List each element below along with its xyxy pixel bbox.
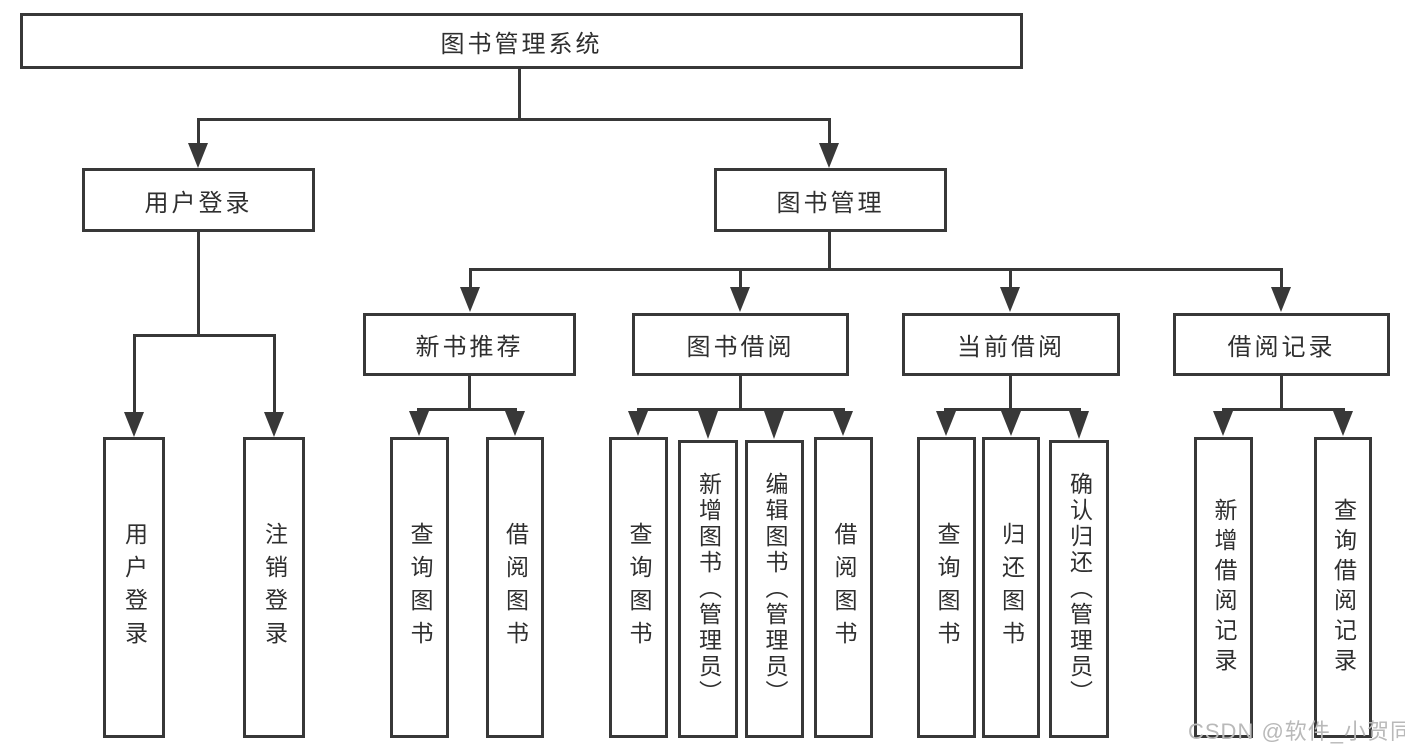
leaf-label: 查询图书 [407,521,433,654]
node-label: 新书推荐 [415,334,524,361]
arrowhead [505,411,525,436]
node-label: 用户登录 [144,189,253,217]
arrowhead [764,411,784,439]
leaf-label: 新增借阅记录 [1211,497,1237,678]
connector-hline [1222,408,1345,411]
connector-hline [133,334,276,337]
leaf-label: 编辑图书（管理员） [762,472,788,706]
connector-hline [944,408,1081,411]
arrowhead [188,143,208,168]
leaf-edit-books-admin: 编辑图书（管理员） [745,440,804,738]
connector-vline [518,68,521,118]
node-label: 借阅记录 [1227,334,1336,361]
node-label: 图书借阅 [686,334,795,361]
leaf-borrow-books-borrow: 借阅图书 [814,437,873,738]
leaf-borrow-books-recommend: 借阅图书 [486,437,544,738]
connector-vline [133,337,136,412]
arrowhead [628,411,648,436]
leaf-label: 归还图书 [998,521,1025,654]
arrowhead [1001,411,1021,436]
connector-vline [739,271,742,287]
connector-hline [197,118,831,121]
connector-vline [1280,271,1283,287]
node-label: 图书管理系统 [440,30,603,58]
arrowhead [819,143,839,168]
connector-hline [469,268,1283,271]
connector-vline [828,121,831,144]
node-label: 当前借阅 [957,334,1065,361]
arrowhead [264,412,284,437]
leaf-user-login: 用户登录 [103,437,165,738]
leaf-query-borrow-record: 查询借阅记录 [1314,437,1372,738]
connector-vline [1009,376,1012,408]
watermark: CSDN @软件_小贺同学 [1188,719,1405,744]
connector-vline [1280,376,1283,408]
connector-vline [197,232,200,336]
node-current-borrow: 当前借阅 [902,313,1120,376]
arrowhead [936,411,956,436]
leaf-label: 查询图书 [626,521,652,654]
connector-vline [828,232,831,270]
leaf-logout: 注销登录 [243,437,305,738]
connector-vline [739,376,742,408]
arrowhead [730,287,750,312]
arrowhead [698,411,718,439]
arrowhead [409,411,429,436]
connector-hline [637,408,845,411]
arrowhead [1069,411,1089,439]
arrowhead [124,412,144,437]
connector-hline [417,408,517,411]
leaf-add-borrow-record: 新增借阅记录 [1194,437,1253,738]
arrowhead [1000,287,1020,312]
connector-vline [1009,271,1012,287]
node-root: 图书管理系统 [20,13,1023,69]
connector-vline [468,376,471,408]
leaf-label: 注销登录 [261,521,288,654]
node-book-mgmt: 图书管理 [714,168,947,232]
leaf-return-books: 归还图书 [982,437,1040,738]
leaf-add-books-admin: 新增图书（管理员） [678,440,738,738]
connector-vline [273,337,276,412]
arrowhead [1271,287,1291,312]
connector-vline [469,271,472,287]
arrowhead [1333,411,1353,436]
leaf-label: 借阅图书 [502,521,529,654]
node-book-borrow: 图书借阅 [632,313,849,376]
leaf-query-books-recommend: 查询图书 [390,437,449,738]
leaf-label: 查询图书 [934,521,960,654]
arrowhead [833,411,853,436]
leaf-query-books-borrow: 查询图书 [609,437,668,738]
leaf-label: 新增图书（管理员） [695,472,722,706]
arrowhead [1213,411,1233,436]
node-new-book-recommend: 新书推荐 [363,313,576,376]
node-label: 图书管理 [776,189,885,217]
node-user-login: 用户登录 [82,168,315,232]
leaf-label: 确认归还（管理员） [1066,472,1093,706]
node-borrow-records: 借阅记录 [1173,313,1390,376]
leaf-label: 用户登录 [121,521,148,654]
leaf-confirm-return-admin: 确认归还（管理员） [1049,440,1109,738]
leaf-query-books-current: 查询图书 [917,437,976,738]
leaf-label: 借阅图书 [831,521,857,654]
arrowhead [460,287,480,312]
connector-vline [197,121,200,144]
leaf-label: 查询借阅记录 [1330,497,1357,678]
